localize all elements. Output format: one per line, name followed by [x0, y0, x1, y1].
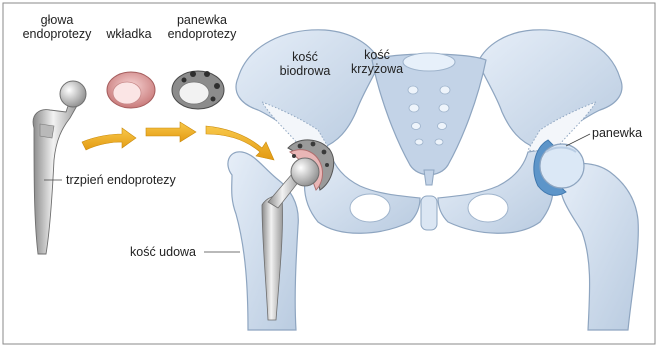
arrow-2	[146, 122, 196, 142]
label-iliac-line2: biodrowa	[270, 64, 340, 78]
left-obturator	[350, 194, 390, 222]
label-stem: trzpień endoprotezy	[66, 173, 176, 187]
label-cup-line2: endoprotezy	[162, 27, 242, 41]
label-cup-line1: panewka	[162, 13, 242, 27]
pubic-symphysis	[421, 196, 437, 230]
label-iliac: kość biodrowa	[270, 50, 340, 78]
label-femur: kość udowa	[130, 245, 196, 259]
arrow-1	[82, 128, 136, 150]
implanted-ball	[291, 158, 319, 186]
sacral-promontory	[403, 53, 455, 71]
label-head-line2: endoprotezy	[22, 27, 92, 41]
label-iliac-line1: kość	[270, 50, 340, 64]
right-femur-shaft	[559, 163, 638, 330]
label-sacrum-line2: krzyżowa	[344, 62, 410, 76]
prosthesis-cup-part	[172, 71, 224, 109]
label-sacrum: kość krzyżowa	[344, 48, 410, 76]
left-femur	[228, 140, 334, 330]
label-head-line1: głowa	[22, 13, 92, 27]
prosthesis-liner-part	[107, 72, 155, 108]
right-obturator	[468, 194, 508, 222]
acetabulum-leader	[566, 134, 590, 146]
coccyx	[424, 170, 434, 185]
prosthesis-stem-part	[33, 81, 86, 254]
label-sacrum-line1: kość	[344, 48, 410, 62]
label-head: głowa endoprotezy	[22, 13, 92, 41]
loose-ball	[60, 81, 86, 107]
label-liner: wkładka	[99, 27, 159, 41]
right-femur	[534, 140, 638, 330]
label-acetabulum: panewka	[592, 126, 642, 140]
label-cup: panewka endoprotezy	[162, 13, 242, 41]
